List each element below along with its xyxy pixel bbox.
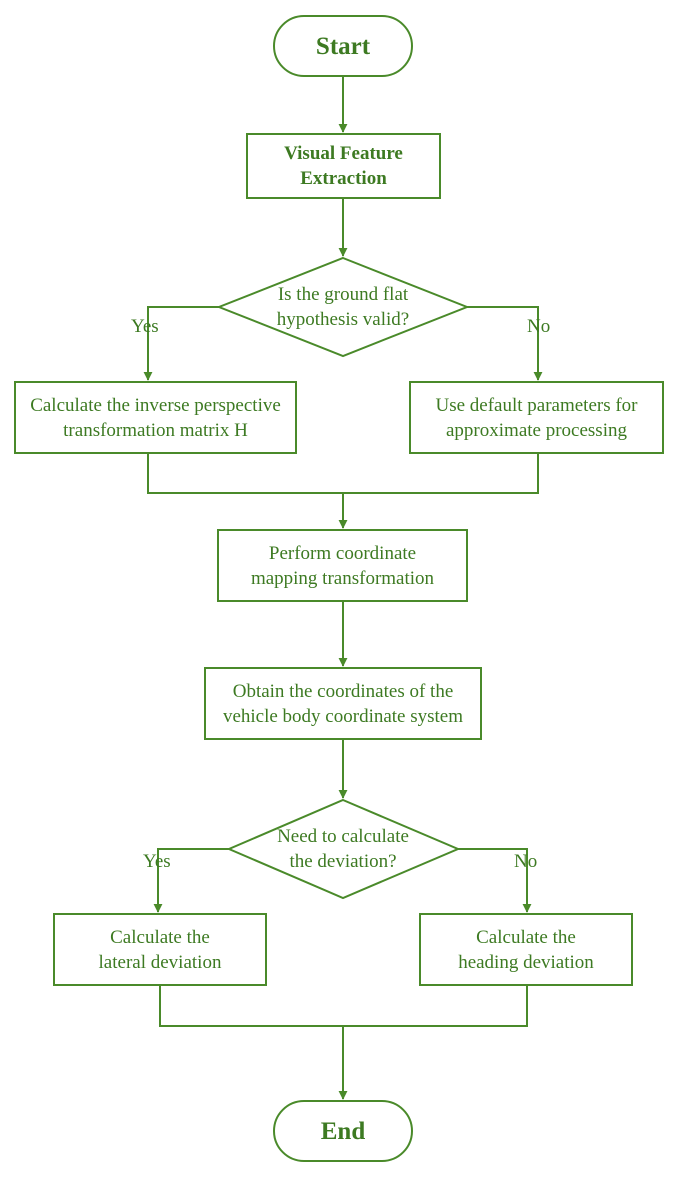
heading-deviation-label: Calculate the heading deviation [458, 926, 594, 973]
end-label: End [320, 1117, 366, 1145]
ground-flat-decision-diamond [216, 256, 470, 358]
edge-ipm-to-merge [147, 453, 343, 494]
edge-deviation-yes-to-lateral [153, 848, 229, 913]
ground-flat-decision-label: Is the ground flat hypothesis valid? [276, 284, 410, 330]
edge-ground-no-to-default [467, 306, 543, 381]
obtain-coordinates-label: Obtain the coordinates of the vehicle bo… [222, 680, 464, 727]
edge-ground-yes-to-ipm [143, 306, 219, 381]
default-params-box [409, 381, 664, 454]
calc-ipm-matrix-label: Calculate the inverse perspective transf… [30, 394, 281, 441]
lateral-deviation-label: Calculate the lateral deviation [98, 926, 222, 973]
edge-lateral-to-merge [159, 985, 343, 1027]
obtain-coordinates-box [204, 667, 482, 740]
coordinate-mapping-label: Perform coordinate mapping transformatio… [250, 542, 435, 589]
deviation-decision-label: Need to calculate the deviation? [277, 826, 409, 872]
start-label: Start [315, 32, 371, 60]
end-terminal-shape [273, 1100, 413, 1162]
visual-feature-extraction-label: Visual Feature Extraction [284, 143, 403, 189]
default-params-label: Use default parameters for approximate p… [435, 394, 638, 441]
edge-default-to-merge [343, 453, 539, 494]
edge-deviation-no-to-heading [458, 848, 532, 913]
deviation-no-label: No [514, 851, 538, 872]
deviation-yes-label: Yes [143, 851, 171, 872]
calc-ipm-matrix-box [14, 381, 297, 454]
deviation-decision-diamond [226, 798, 461, 900]
visual-feature-extraction-box [246, 133, 441, 199]
ground-yes-label: Yes [131, 316, 159, 337]
edge-heading-to-merge [343, 985, 528, 1027]
ground-no-label: No [527, 316, 551, 337]
